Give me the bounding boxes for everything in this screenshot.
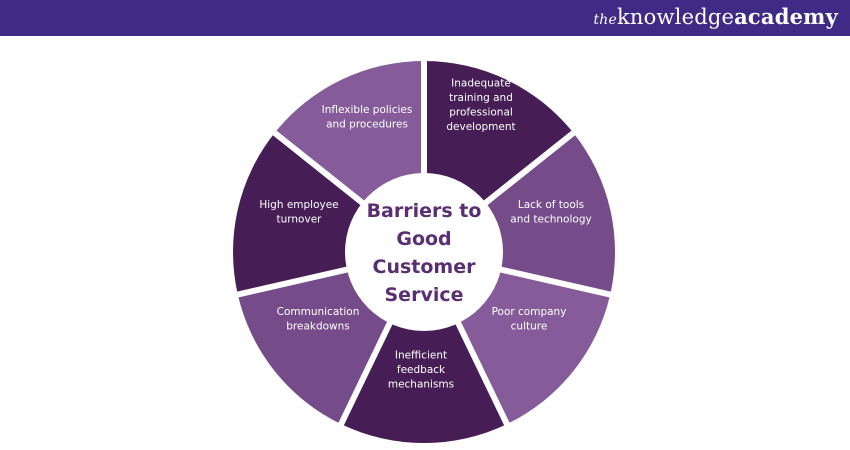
logo-academy: academy: [734, 4, 838, 29]
header-bar: theknowledgeacademy: [0, 0, 850, 36]
brand-logo[interactable]: theknowledgeacademy: [593, 4, 838, 29]
logo-the: the: [593, 12, 617, 28]
logo-knowledge: knowledge: [616, 5, 735, 29]
center-circle: [345, 173, 503, 331]
wheel-segment: [341, 252, 507, 443]
